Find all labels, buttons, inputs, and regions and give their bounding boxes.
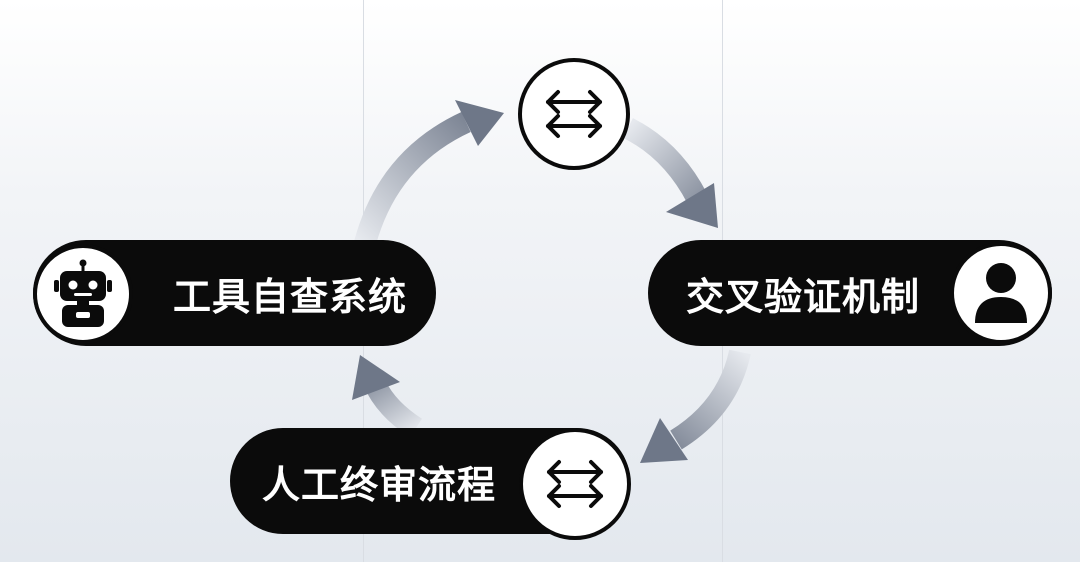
swap-arrows-icon-badge-top [518,58,630,170]
swap-arrows-icon [546,90,602,138]
swap-arrows-icon [547,460,603,508]
arrow-to-tool-self-check [352,355,423,438]
arrow-to-top-connector [354,100,504,247]
arrow-to-human-review [640,349,751,463]
arrow-to-cross-verification [622,118,718,228]
tool-self-check-label: 工具自查系统 [173,274,408,319]
robot-icon [54,259,112,327]
robot-icon-badge [33,244,133,344]
person-icon-badge [950,242,1052,344]
person-icon [975,263,1027,323]
human-final-review-label: 人工终审流程 [262,462,497,507]
swap-arrows-icon-badge-bottom [519,428,631,540]
cross-verification-label: 交叉验证机制 [686,274,921,319]
